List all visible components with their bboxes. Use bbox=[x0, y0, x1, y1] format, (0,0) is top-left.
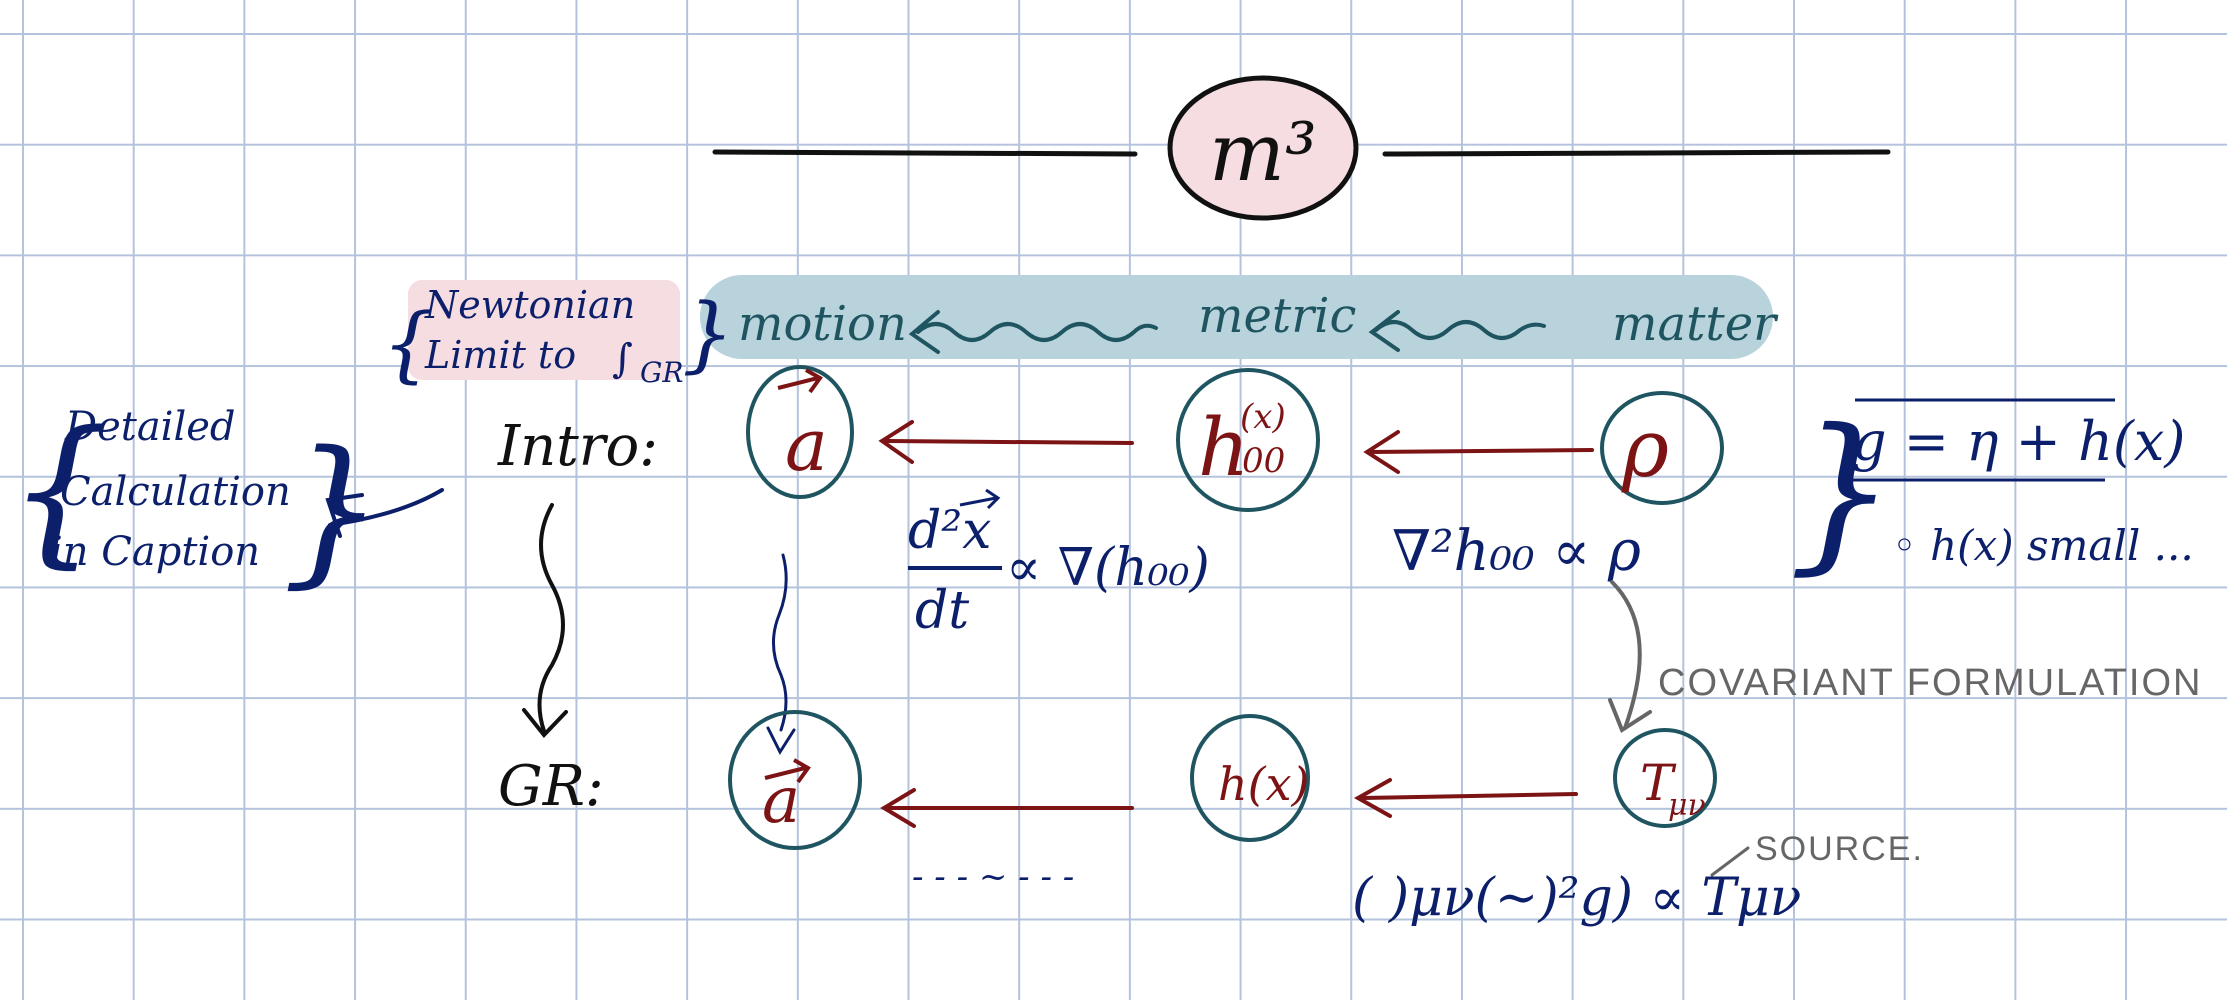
gr-arrow-matter-to-metric bbox=[1353, 778, 1578, 818]
title-line-left bbox=[712, 149, 1138, 157]
detail-line2: Calculation bbox=[60, 469, 291, 515]
newtonian-subscript: GR bbox=[640, 356, 683, 389]
band-metric-label: metric bbox=[1198, 288, 1356, 344]
svg-text:}: } bbox=[1788, 393, 1896, 591]
source-label: SOURCE. bbox=[1755, 830, 1924, 868]
detail-line3: in Caption bbox=[50, 529, 260, 575]
intro-rho-text: ρ bbox=[1621, 402, 1669, 495]
intro-h-text: h bbox=[1198, 401, 1250, 494]
integral-symbol: ∫ bbox=[612, 336, 633, 382]
intro-arrow-matter-to-metric bbox=[1363, 430, 1594, 474]
gr-h-text: h(x) bbox=[1218, 757, 1309, 811]
band-motion-label: motion bbox=[738, 296, 907, 352]
intro-row-label: Intro: bbox=[497, 414, 658, 479]
intro-h-sup: (x) bbox=[1240, 397, 1286, 437]
metric-decomp-text: g = η + h(x) bbox=[1852, 410, 2185, 473]
covariant-arrow bbox=[1608, 580, 1652, 733]
band-squiggle-arrow-right bbox=[1368, 310, 1546, 352]
detail-line1: Detailed bbox=[64, 404, 236, 450]
poisson-equation: ∇²h₀₀ ∝ ρ bbox=[1392, 519, 1641, 584]
title-badge-text: m³ bbox=[1209, 106, 1317, 199]
newtonian-line1: Newtonian bbox=[424, 283, 635, 327]
svg-text:}: } bbox=[682, 287, 734, 382]
intro-node-h: h (x) 00 bbox=[1176, 368, 1320, 512]
intro-h-sub: 00 bbox=[1242, 441, 1285, 481]
accel-rhs: ∝ ∇(h₀₀) bbox=[1006, 538, 1210, 598]
gr-t-text: T bbox=[1640, 754, 1677, 812]
newtonian-line2: Limit to bbox=[424, 333, 576, 377]
a-to-a-squiggle bbox=[766, 553, 796, 756]
metric-note: } g = η + h(x) ◦ h(x) small ... bbox=[1788, 393, 2194, 591]
accel-denominator: dt bbox=[915, 581, 969, 641]
gr-t-sub: μν bbox=[1668, 788, 1706, 823]
gr-row-label: GR: bbox=[498, 754, 604, 819]
newtonian-limit-note: { Newtonian Limit to ∫ GR } bbox=[382, 280, 734, 392]
accel-equation: d²x dt ∝ ∇(h₀₀) bbox=[908, 488, 1210, 641]
gr-node-a: a bbox=[728, 710, 862, 850]
detailed-calc-note: { Detailed Calculation in Caption } bbox=[8, 396, 444, 603]
intro-arrow-metric-to-motion bbox=[878, 420, 1134, 464]
source-pointer bbox=[1710, 846, 1750, 877]
intro-node-rho: ρ bbox=[1600, 391, 1724, 505]
svg-text:{: { bbox=[8, 396, 110, 583]
svg-text:{: { bbox=[382, 297, 434, 392]
intro-node-a: a bbox=[746, 365, 854, 499]
title-line-right bbox=[1382, 149, 1891, 157]
gr-node-h: h(x) bbox=[1190, 714, 1310, 842]
covariant-label: COVARIANT FORMULATION bbox=[1658, 662, 2202, 704]
accel-numerator: d²x bbox=[908, 501, 991, 561]
band-matter-label: matter bbox=[1612, 296, 1779, 352]
intro-to-gr-squiggle bbox=[522, 503, 568, 739]
field-equation: ( )μν(∼)²g) ∝ Tμν bbox=[1352, 868, 1801, 928]
metric-small-note: ◦ h(x) small ... bbox=[1892, 521, 2194, 570]
detail-pointer-arrow bbox=[325, 488, 444, 538]
intro-a-text: a bbox=[785, 403, 828, 487]
gr-arrow-metric-to-motion bbox=[880, 788, 1134, 828]
band-squiggle-arrow-left bbox=[908, 310, 1158, 354]
title-badge: m³ bbox=[1167, 75, 1359, 221]
gr-motion-equation: - - - ~ - - - bbox=[912, 857, 1074, 897]
gr-node-t: T μν bbox=[1613, 728, 1717, 828]
